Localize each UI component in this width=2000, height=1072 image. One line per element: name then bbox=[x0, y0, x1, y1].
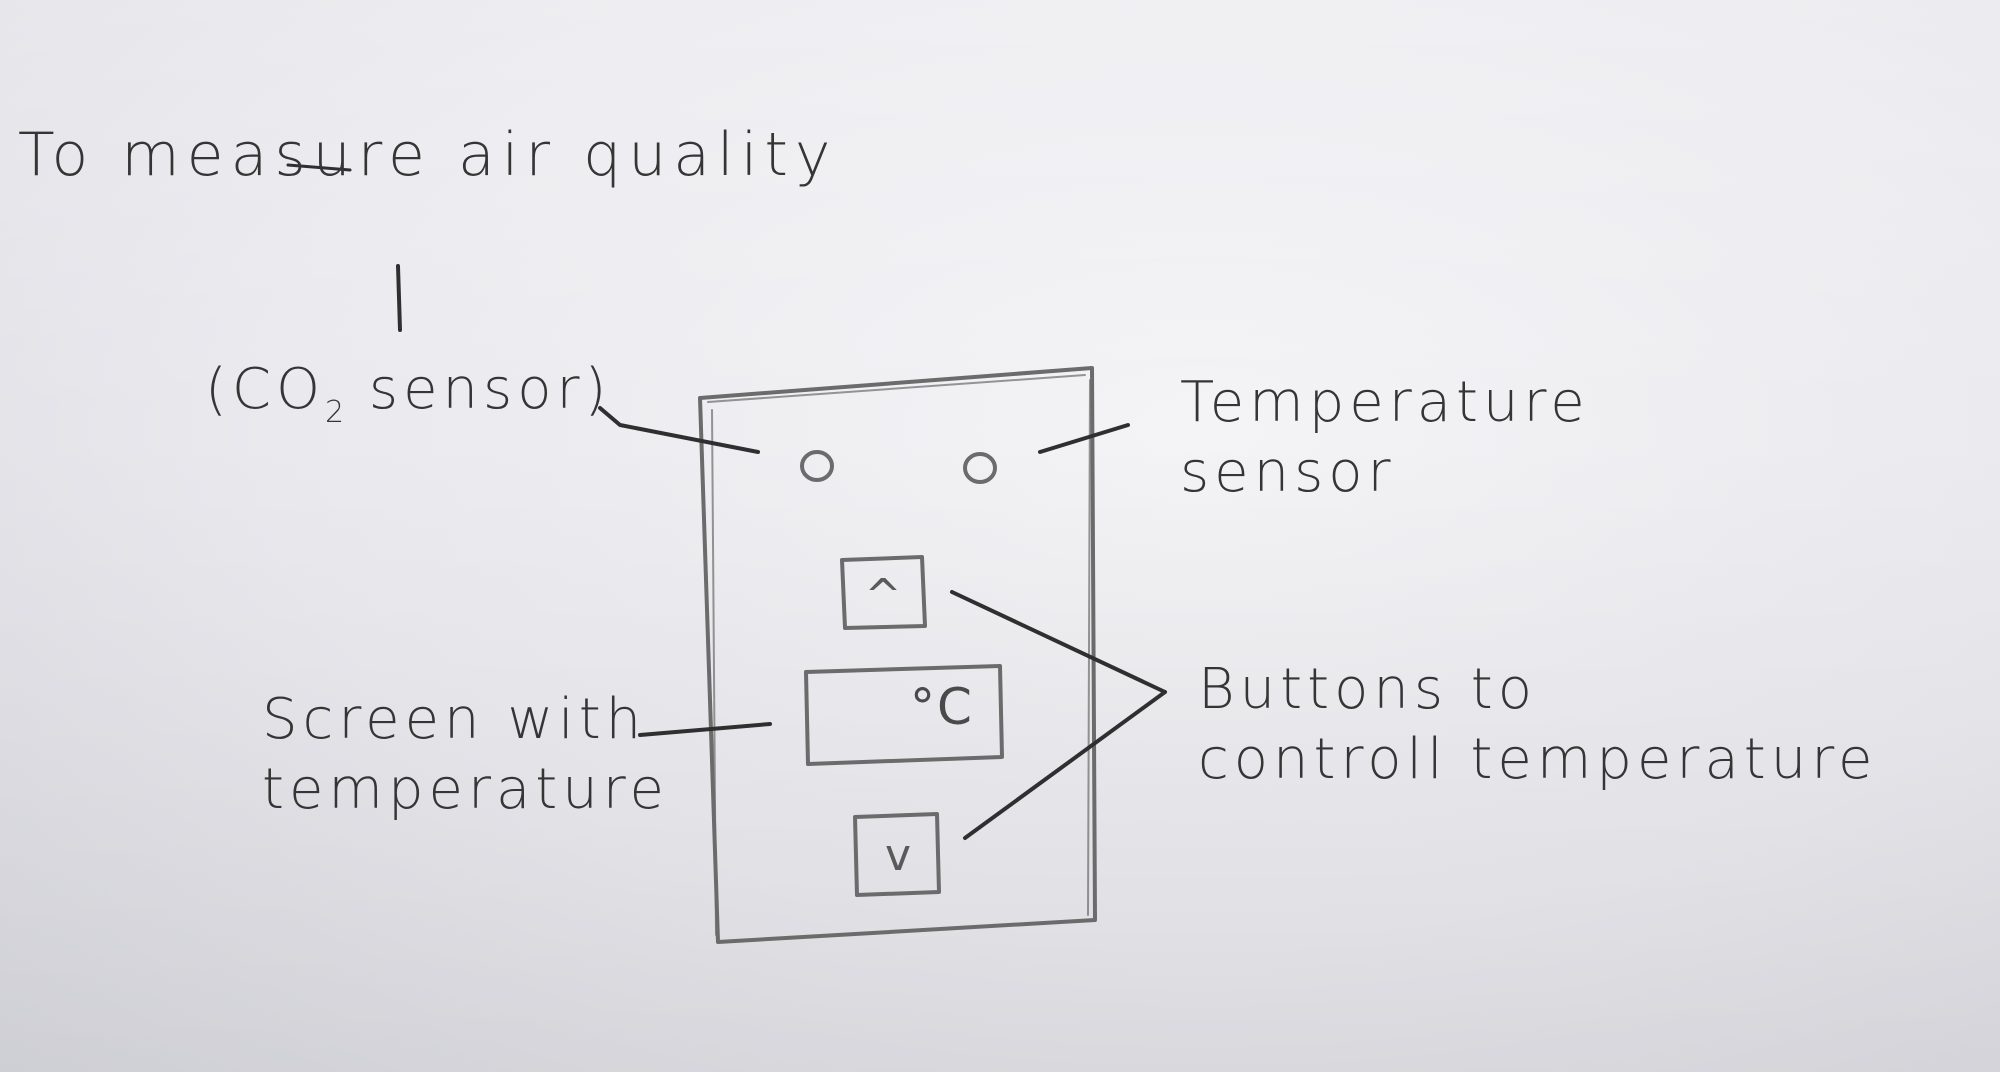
co2-prefix: (CO bbox=[205, 357, 326, 422]
co2-subscript: 2 bbox=[325, 395, 347, 430]
temperature-sensor-line-1: Temperature bbox=[1180, 370, 1590, 435]
down-button-outline bbox=[853, 812, 941, 897]
co2-suffix: sensor) bbox=[346, 357, 612, 422]
co2-sensor-icon bbox=[800, 450, 834, 482]
screen-leader-line bbox=[638, 722, 772, 737]
buttons-label-line-2: controll temperature bbox=[1198, 727, 1878, 792]
temperature-sensor-icon bbox=[963, 452, 997, 484]
temperature-screen bbox=[804, 664, 1004, 766]
buttons-leader-lower bbox=[963, 690, 1167, 840]
co2-leader-line bbox=[598, 406, 760, 454]
screen-label-line-1: Screen with bbox=[262, 687, 647, 752]
buttons-label-line-1: Buttons to bbox=[1198, 657, 1538, 722]
temperature-sensor-label: Temperature sensor bbox=[1180, 368, 1590, 508]
heading-air-quality: To measure air quality bbox=[18, 118, 837, 193]
device-outline bbox=[698, 366, 1097, 944]
screen-label: Screen with temperature bbox=[262, 685, 669, 825]
temperature-sensor-leader-line bbox=[1038, 423, 1130, 454]
temperature-sensor-line-2: sensor bbox=[1180, 440, 1396, 505]
down-button-glyph: v bbox=[884, 830, 912, 881]
buttons-leader-upper bbox=[950, 590, 1167, 694]
up-button-outline bbox=[840, 555, 927, 630]
up-button-glyph: ^ bbox=[864, 570, 902, 621]
co2-sensor-label: (CO2 sensor) bbox=[205, 355, 611, 432]
screen-unit: °C bbox=[910, 678, 974, 736]
screen-label-line-2: temperature bbox=[262, 757, 669, 822]
heading-text: To measure air quality bbox=[18, 120, 838, 190]
buttons-label: Buttons to controll temperature bbox=[1198, 655, 1877, 795]
air-quality-connector bbox=[396, 264, 402, 332]
